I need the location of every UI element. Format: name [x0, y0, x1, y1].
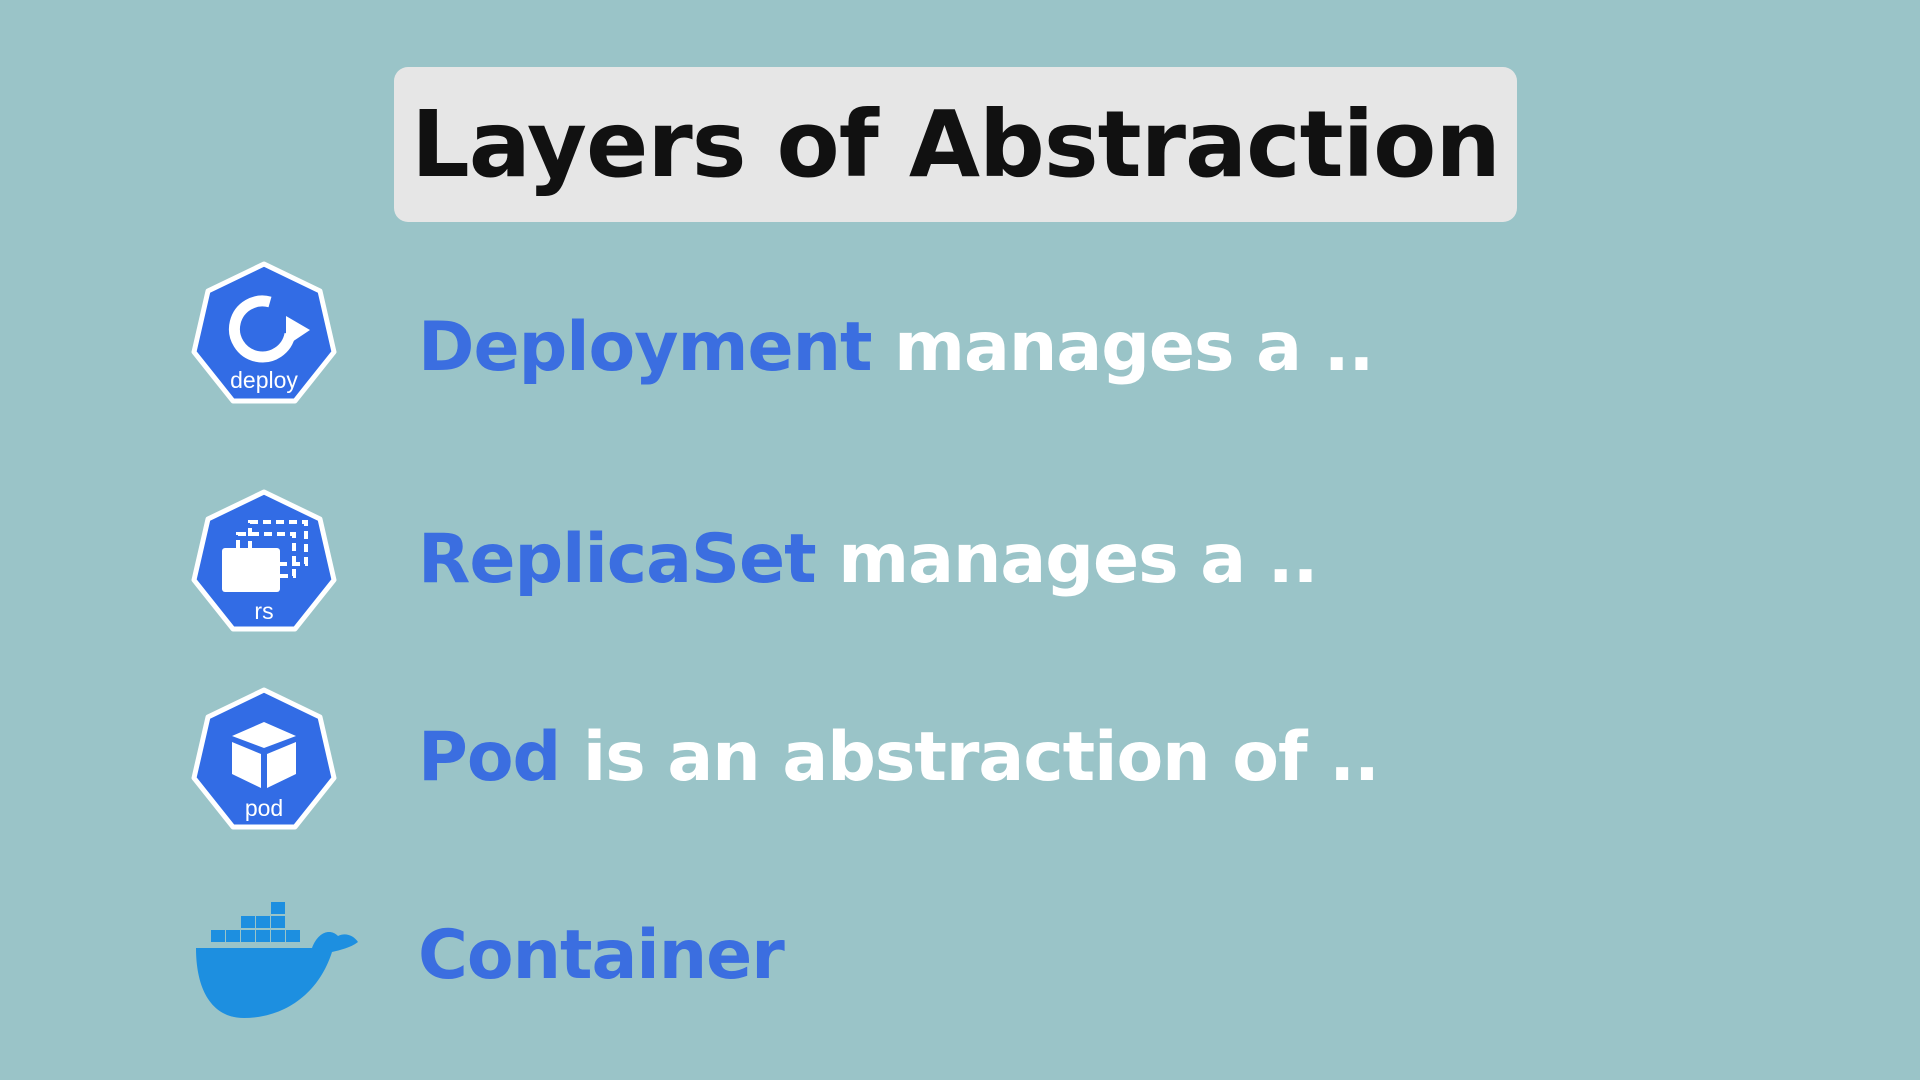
layer-description: is an abstraction of .. — [582, 718, 1380, 797]
deploy-icon: deploy — [186, 258, 342, 414]
layer-description: manages a .. — [838, 520, 1318, 599]
layer-row-pod: pod Pod is an abstraction of .. — [0, 684, 1920, 844]
layer-keyword: Container — [418, 916, 785, 995]
replicaset-icon-label: rs — [254, 598, 273, 624]
layer-keyword: Pod — [418, 718, 561, 797]
replicaset-icon: rs — [186, 486, 342, 642]
layer-text-pod: Pod is an abstraction of .. — [418, 718, 1380, 797]
docker-icon — [194, 902, 360, 1026]
deploy-icon-label: deploy — [230, 367, 298, 393]
layer-text-deployment: Deployment manages a .. — [418, 308, 1374, 387]
layer-keyword: ReplicaSet — [418, 520, 817, 599]
layer-text-replicaset: ReplicaSet manages a .. — [418, 520, 1318, 599]
layer-text-container: Container — [418, 916, 785, 995]
layer-row-deployment: deploy Deployment manages a .. — [0, 258, 1920, 418]
page-title: Layers of Abstraction — [411, 91, 1501, 198]
pod-icon: pod — [186, 684, 342, 840]
layer-description: manages a .. — [894, 308, 1374, 387]
layer-keyword: Deployment — [418, 308, 872, 387]
pod-icon-label: pod — [245, 795, 283, 821]
layer-row-replicaset: rs ReplicaSet manages a .. — [0, 486, 1920, 646]
title-box: Layers of Abstraction — [394, 67, 1517, 222]
layer-row-container: Container — [0, 890, 1920, 1050]
